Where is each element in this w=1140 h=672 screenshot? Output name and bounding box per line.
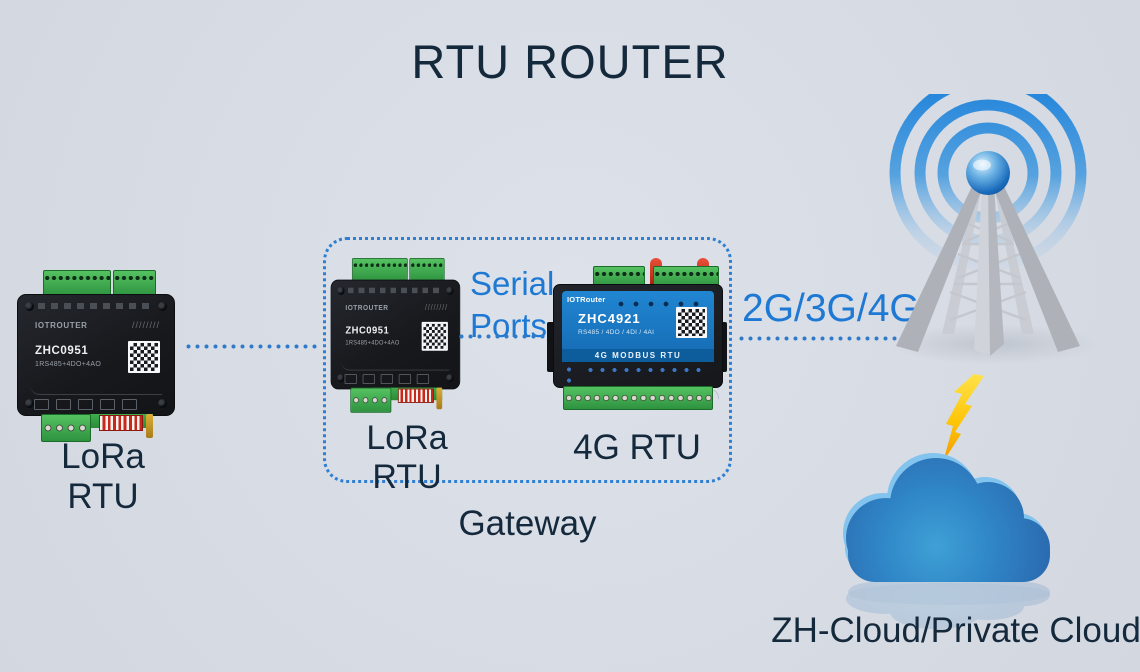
device-button (56, 399, 71, 410)
terminal-block (113, 270, 156, 297)
model-number: ZHC4921 (578, 311, 641, 326)
model-number: ZHC0951 (35, 345, 89, 357)
device-button (122, 399, 137, 410)
cloud-icon (843, 453, 1050, 630)
screw-icon (446, 286, 454, 295)
label-4g-rtu: 4G RTU (573, 428, 701, 467)
device-spec: 1RS485+4DO+4AO (35, 361, 102, 368)
label-lora-rtu-left: LoRa RTU (61, 437, 145, 516)
port-label-row (347, 287, 443, 294)
device-spec: RS485 / 4DO / 4DI / 4AI (578, 329, 655, 336)
brand-logo: IOTROUTER (345, 303, 389, 312)
screw-icon (337, 286, 345, 295)
antenna-connector-icon (146, 414, 153, 438)
terminal-block (350, 387, 392, 413)
mounting-ear (719, 322, 727, 372)
port-label-row (38, 303, 154, 309)
serial-ports-line1: Serial (470, 265, 555, 302)
cell-tower-icon (889, 94, 1099, 364)
qr-code-icon (676, 307, 707, 338)
screw-icon (158, 302, 167, 311)
connector-lora-to-4g (459, 334, 551, 339)
gateway-group-box (323, 237, 732, 483)
screw-icon (337, 374, 345, 383)
4g-rtu-device: IOTRouter ZHC4921 RS485 / 4DO / 4DI / 4A… (547, 258, 727, 410)
button-row (34, 399, 160, 410)
connector-left-to-gateway (186, 344, 320, 349)
lora-rtu-device-left: IOTROUTER //////// ZHC0951 1RS485+4DO+4A… (15, 270, 175, 442)
model-number: ZHC0951 (345, 325, 390, 337)
antenna-connector-icon (436, 387, 443, 410)
device-banner: 4G MODBUS RTU (562, 349, 714, 362)
lora-rtu-device-gateway: IOTROUTER //////// ZHC0951 1RS485+4DO+4A… (329, 258, 461, 413)
label-gateway: Gateway (458, 504, 597, 543)
device-button (344, 374, 357, 384)
device-button (100, 399, 115, 410)
brand-logo: IOTROUTER (35, 321, 88, 330)
panel-separator (341, 362, 450, 371)
device-body: IOTROUTER //////// ZHC0951 1RS485+4DO+4A… (330, 279, 461, 390)
device-button (380, 374, 393, 384)
front-panel: IOTRouter ZHC4921 RS485 / 4DO / 4DI / 4A… (562, 291, 714, 349)
page-title: RTU ROUTER (411, 35, 729, 88)
screw-icon (25, 302, 34, 311)
terminal-block (563, 386, 713, 410)
uplink-2g3g4g-label: 2G/3G/4G (742, 287, 920, 330)
device-spec: 1RS485+4DO+4AO (345, 339, 400, 347)
device-body: IOTROUTER //////// ZHC0951 1RS485+4DO+4A… (17, 294, 175, 416)
screw-icon (446, 374, 454, 383)
connector-gateway-to-tower (739, 336, 917, 341)
label-lora-rtu-gateway: LoRa RTU (366, 419, 448, 496)
qr-code-icon (128, 341, 160, 373)
serial-ports-line2: Ports (470, 307, 548, 344)
led-row (588, 367, 706, 373)
device-button (362, 374, 375, 384)
device-button (34, 399, 49, 410)
terminal-block (43, 270, 111, 297)
button-row (344, 374, 448, 384)
screw-icon (25, 399, 34, 408)
lightning-icon (943, 374, 984, 462)
device-button (416, 374, 430, 384)
mounting-ear (547, 322, 555, 372)
panel-separator (30, 385, 162, 395)
hatch-marks: //////// (424, 303, 448, 312)
brand-logo: IOTRouter (567, 295, 606, 304)
label-cloud: ZH-Cloud/Private Cloud (771, 611, 1140, 650)
device-button (78, 399, 93, 410)
led-row (618, 301, 706, 307)
dip-switch-block (99, 415, 143, 431)
hatch-marks: //////// (131, 320, 160, 330)
device-body: IOTRouter ZHC4921 RS485 / 4DO / 4DI / 4A… (553, 284, 723, 407)
qr-code-icon (421, 321, 448, 351)
device-button (398, 374, 411, 384)
terminal-block (41, 414, 91, 442)
dip-switch-block (397, 388, 434, 403)
screw-icon (158, 399, 167, 408)
